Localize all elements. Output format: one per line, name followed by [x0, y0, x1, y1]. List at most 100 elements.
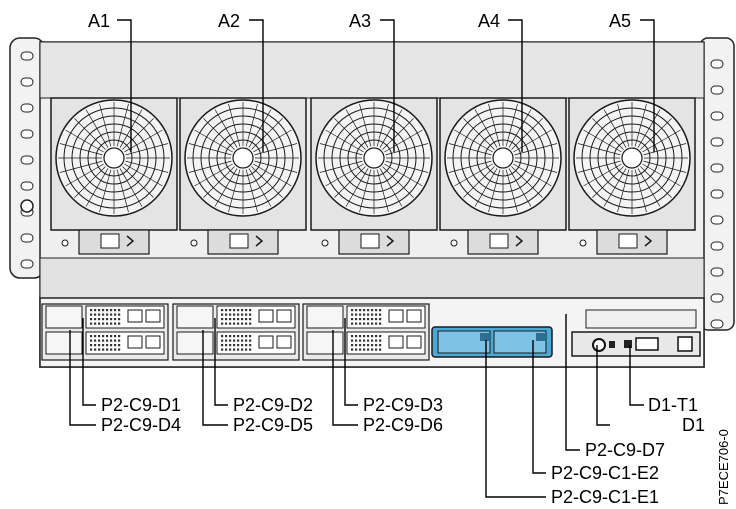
drive-grille-dot — [106, 322, 109, 325]
drive-grille-dot — [367, 318, 370, 321]
fan-1 — [50, 97, 178, 255]
drive-grille-dot — [102, 309, 105, 312]
drive-grille-dot — [94, 313, 97, 316]
fan-grill-spoke — [74, 166, 106, 198]
fan-grill-spoke — [194, 129, 233, 153]
fan-grill-spoke — [513, 129, 552, 153]
drive-grille-dot — [237, 348, 240, 351]
drive-release — [145, 309, 161, 323]
drive-grille-dot — [355, 339, 358, 342]
drive-grille-dot — [102, 318, 105, 321]
fan-hub — [621, 147, 643, 169]
drive-latch — [258, 335, 274, 349]
fan-label-a4: A4 — [478, 11, 500, 31]
fan-grill-spoke — [116, 103, 129, 147]
drive-grille-dot — [367, 322, 370, 325]
drive-grille-dot — [241, 309, 244, 312]
drive-grille-dot — [221, 344, 224, 347]
rail-hole — [710, 137, 724, 147]
fan-4 — [439, 97, 567, 255]
rail-hole — [20, 103, 34, 113]
drive-grille-dot — [379, 322, 382, 325]
drive-grille-dot — [233, 348, 236, 351]
drive-grille-dot — [375, 339, 378, 342]
fan-grill-spoke — [125, 160, 169, 173]
drive-latch — [258, 309, 274, 323]
fan-grill-spoke — [474, 168, 498, 207]
drive-grille-dot — [94, 344, 97, 347]
fan-grill-spoke — [511, 166, 543, 198]
rail-hole — [20, 155, 34, 165]
drive-grille-dot — [225, 322, 228, 325]
fan-grill-spoke — [384, 163, 423, 187]
drive-grille-dot — [249, 313, 252, 316]
fan-grill-spoke — [359, 169, 372, 213]
drive-grille-dot — [229, 335, 232, 338]
drive-grille-dot — [114, 322, 117, 325]
drive-grille-dot — [375, 309, 378, 312]
fan-grill-spoke — [194, 163, 233, 187]
drive-grille-dot — [355, 344, 358, 347]
fan-grill-spoke — [59, 160, 103, 173]
fan-grill-spoke — [214, 168, 238, 207]
drive-grille-dot — [355, 318, 358, 321]
drive-grille-dot — [363, 335, 366, 338]
drive-grille-dot — [229, 309, 232, 312]
drive-grille-dot — [106, 309, 109, 312]
side-rail-holes — [20, 51, 724, 329]
drive-grille-dot — [106, 335, 109, 338]
fan-grill-spoke — [505, 169, 518, 213]
fan-grill-spoke — [617, 103, 630, 147]
fan-grill-spoke — [642, 163, 681, 187]
drive-grille-dot — [118, 339, 121, 342]
drive-grille-dot — [245, 335, 248, 338]
drive-grille-dot — [225, 348, 228, 351]
label-p2-c9-d6: P2-C9-D6 — [363, 415, 443, 435]
drive-grille-dot — [371, 344, 374, 347]
fan-grill-spoke — [122, 118, 154, 150]
fan-grill-spoke — [228, 169, 241, 213]
rail-hole — [710, 59, 724, 69]
drive-release — [276, 335, 292, 349]
rail-hole — [710, 189, 724, 199]
fan-grill-spoke — [203, 166, 235, 198]
drive-grille-dot — [110, 339, 113, 342]
rail-hole — [710, 163, 724, 173]
drive-grille-dot — [379, 335, 382, 338]
fan-grill-spoke — [65, 163, 104, 187]
fan-grill-spoke — [251, 166, 283, 198]
drive-grille-dot — [367, 309, 370, 312]
fan-grill-spoke — [454, 129, 493, 153]
fan-grill-spoke — [379, 168, 403, 207]
rail-hole — [20, 233, 34, 243]
drive-grille-dot — [241, 339, 244, 342]
drive-slot — [346, 331, 426, 355]
drive-grille-dot — [229, 313, 232, 316]
callout-leader-lines — [69, 19, 655, 498]
drive-grille-dot — [233, 313, 236, 316]
drive-grille-dot — [94, 309, 97, 312]
drive-grille-dot — [351, 313, 354, 316]
drive-grille-dot — [363, 339, 366, 342]
drive-latch — [388, 335, 404, 349]
fan-hub — [363, 147, 385, 169]
label-p2-c9-d5: P2-C9-D5 — [233, 415, 313, 435]
drive-grille-dot — [359, 322, 362, 325]
label-d1: D1 — [682, 415, 705, 435]
fan-grill-spoke — [514, 143, 558, 156]
drive-grille-dot — [90, 335, 93, 338]
drive-grille-dot — [249, 322, 252, 325]
drive-grille-dot — [98, 318, 101, 321]
drive-grille-dot — [106, 348, 109, 351]
drive-grille-dot — [375, 348, 378, 351]
label-p2-c9-c1-e1: P2-C9-C1-E1 — [551, 487, 659, 507]
fan-grill-spoke — [253, 129, 292, 153]
label-p2-c9-d2: P2-C9-D2 — [233, 395, 313, 415]
drive-grille-dot — [249, 335, 252, 338]
drive-grille-dot — [367, 348, 370, 351]
fan-grill-spoke — [85, 168, 109, 207]
drive-grille-dot — [114, 309, 117, 312]
drive-grille-dot — [98, 335, 101, 338]
drive-grille-dot — [249, 318, 252, 321]
drive-grille-dot — [371, 313, 374, 316]
